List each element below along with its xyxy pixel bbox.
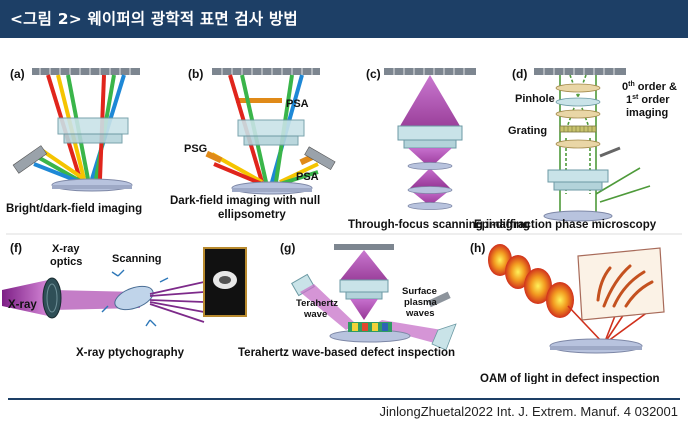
spw-label-line3: waves: [405, 308, 435, 319]
thz-detector-g: [431, 323, 457, 351]
citation-text: JinlongZhuetal2022 Int. J. Extrem. Manuf…: [379, 404, 678, 419]
psa-filter-top: [236, 98, 282, 103]
panel-a-caption: Bright/dark-field imaging: [6, 203, 142, 215]
camera-sensor-b: [212, 68, 320, 75]
panel-f-letter: (f): [10, 241, 22, 255]
sample-f: [114, 285, 154, 311]
oam-beam-h: [488, 244, 574, 318]
panel-h-caption: OAM of light in defect inspection: [480, 373, 660, 384]
beam-cone-c: [400, 75, 460, 126]
objective-lens-a: [57, 117, 129, 135]
plasma-waves-g: [348, 322, 392, 332]
thz-label-line2: wave: [303, 309, 327, 320]
beam-splitter-d: [599, 146, 621, 158]
optics-label-line2: optics: [50, 256, 82, 268]
camera-sensor-a: [32, 68, 140, 75]
order-label-line3: imaging: [626, 107, 668, 119]
pinhole-label: Pinhole: [515, 93, 555, 105]
psa-label-right: PSA: [296, 171, 319, 183]
psa-label-top: PSA: [286, 98, 309, 110]
xray-optics-lens: [42, 277, 62, 319]
psg-label: PSG: [184, 143, 207, 155]
order-label-line2: 1st order: [626, 94, 670, 106]
psg-filter: [205, 150, 223, 164]
beam-cone-g: [340, 250, 388, 280]
panel-b-letter: (b): [188, 67, 203, 81]
panel-d: (d) Pinhole Grating 0th order &: [474, 67, 677, 231]
screen-h: [577, 247, 665, 321]
thz-label-line1: Terahertz: [296, 298, 338, 309]
panel-g-letter: (g): [280, 241, 295, 255]
pinhole-plate: [555, 97, 601, 107]
panel-b-caption-line2: ellipsometry: [218, 209, 286, 221]
panel-c-letter: (c): [366, 67, 381, 81]
camera-sensor-c: [384, 68, 476, 75]
panel-f-caption: X-ray ptychography: [76, 347, 185, 359]
panel-g-caption: Terahertz wave-based defect inspection: [238, 347, 455, 359]
objective-lens-g: [339, 279, 389, 293]
lens-d-2: [555, 109, 601, 119]
objective-lens-b: [237, 119, 305, 137]
footer-divider: [8, 398, 680, 400]
spw-label-line2: plasma: [404, 297, 437, 308]
optics-label-line1: X-ray: [52, 243, 80, 255]
xray-beam-in: [2, 280, 48, 316]
focus-plane-1: [407, 162, 453, 170]
panel-c-caption: Through-focus scanning imaging: [348, 219, 530, 231]
spw-label-line1: Surface: [402, 286, 437, 297]
wafer-stage-d: [543, 210, 613, 222]
panel-f: (f) X-ray X-ray optics Scanning X-ray pt…: [2, 241, 247, 359]
objective-lens-c: [397, 125, 463, 141]
order-label-line1: 0th order &: [622, 81, 677, 93]
panel-b-caption-line1: Dark-field imaging with null: [170, 195, 320, 207]
focus-plane-2: [407, 186, 453, 194]
panel-a: (a) Bright/dark-field imaging: [6, 67, 142, 215]
objective-lens-d: [547, 169, 609, 183]
panel-h-letter: (h): [470, 241, 485, 255]
figure-panels: (a) Bright/dark-field imaging (b): [0, 44, 688, 384]
panel-d-letter: (d): [512, 67, 527, 81]
focus-plane-3: [407, 202, 453, 210]
grating-d: [559, 125, 597, 133]
scanning-label: Scanning: [112, 253, 162, 265]
panel-g: (g) Terahertz wave Surface plasma waves …: [238, 241, 457, 359]
camera-sensor-d: [534, 68, 626, 75]
grating-b: [304, 146, 336, 171]
panel-d-caption: Epi-diffraction phase microscopy: [474, 219, 657, 231]
diffraction-rays-f: [149, 281, 205, 323]
diffraction-pattern-h: [596, 264, 654, 308]
figure-header: <그림 2> 웨이퍼의 광학적 표면 검사 방법: [0, 0, 688, 38]
grating-g: [427, 291, 451, 308]
panel-b: (b) PSA PSG PSA Dark-field imaging with …: [170, 67, 336, 221]
panel-h: (h) OAM of light in defect inspection: [470, 241, 665, 384]
xray-label: X-ray: [8, 299, 37, 311]
panel-a-letter: (a): [10, 67, 25, 81]
camera-sensor-g: [334, 244, 394, 250]
panel-c: (c) Through-focus scanning imaging: [348, 67, 530, 231]
grating-label: Grating: [508, 125, 547, 137]
scanning-arrows-f: [101, 269, 169, 327]
grating-a: [12, 145, 48, 174]
lens-d-1: [555, 83, 601, 93]
